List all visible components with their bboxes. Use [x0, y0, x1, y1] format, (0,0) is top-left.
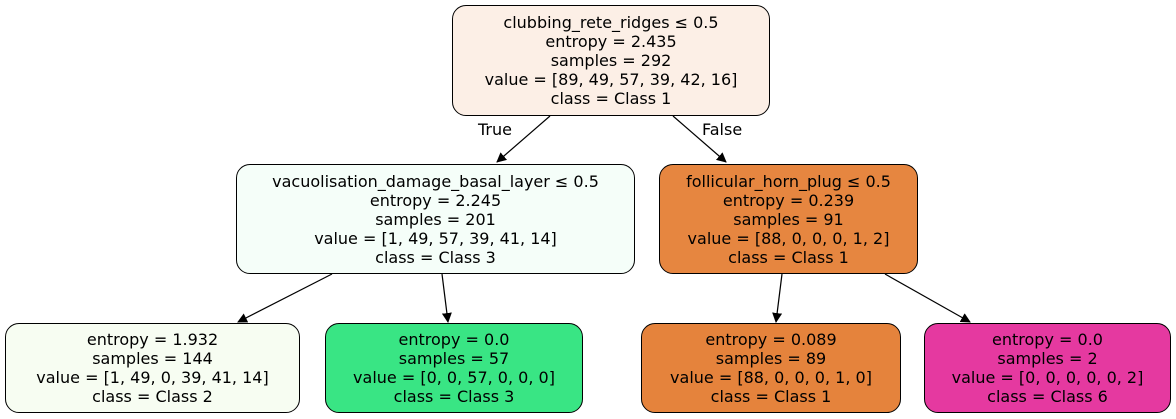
node-class: class = Class 1 — [728, 247, 849, 267]
node-value: value = [1, 49, 57, 39, 41, 14] — [314, 228, 557, 248]
edge-label-false: False — [702, 120, 743, 139]
node-split: clubbing_rete_ridges ≤ 0.5 — [503, 13, 719, 32]
edge-left-lr — [441, 273, 452, 323]
node-entropy: entropy = 1.932 — [86, 330, 219, 349]
node-class: class = Class 1 — [550, 89, 672, 108]
node-class: class = Class 2 — [92, 387, 213, 406]
node-value: value = [0, 0, 57, 0, 0, 0] — [353, 368, 555, 387]
node-samples: samples = 89 — [715, 349, 827, 368]
node-split: follicular_horn_plug ≤ 0.5 — [686, 171, 891, 191]
tree-node-right: follicular_horn_plug ≤ 0.5 entropy = 0.2… — [659, 164, 918, 274]
node-samples: samples = 144 — [92, 349, 213, 368]
node-value: value = [1, 49, 0, 39, 41, 14] — [36, 368, 269, 387]
node-split: vacuolisation_damage_basal_layer ≤ 0.5 — [272, 171, 599, 191]
edge-root-left — [496, 115, 551, 163]
node-class: class = Class 6 — [987, 387, 1108, 406]
node-samples: samples = 91 — [733, 209, 844, 229]
tree-node-left: vacuolisation_damage_basal_layer ≤ 0.5 e… — [236, 164, 635, 274]
node-value: value = [89, 49, 57, 39, 42, 16] — [484, 70, 738, 89]
tree-leaf-ll: entropy = 1.932 samples = 144 value = [1… — [5, 323, 300, 413]
node-entropy: entropy = 2.245 — [369, 190, 502, 210]
tree-leaf-lr: entropy = 0.0 samples = 57 value = [0, 0… — [325, 323, 583, 413]
node-class: class = Class 3 — [375, 247, 496, 267]
edge-label-true: True — [478, 120, 512, 139]
edge-root-right — [672, 115, 727, 163]
node-samples: samples = 201 — [375, 209, 496, 229]
node-samples: samples = 2 — [997, 349, 1098, 368]
node-value: value = [88, 0, 0, 0, 1, 2] — [687, 228, 890, 248]
node-entropy: entropy = 0.0 — [398, 330, 510, 349]
node-samples: samples = 292 — [550, 51, 672, 70]
node-class: class = Class 3 — [393, 387, 515, 406]
node-entropy: entropy = 0.239 — [722, 190, 855, 210]
node-value: value = [88, 0, 0, 0, 1, 0] — [670, 368, 872, 387]
edge-right-rr — [884, 273, 971, 323]
tree-leaf-rr: entropy = 0.0 samples = 2 value = [0, 0,… — [924, 323, 1171, 413]
tree-leaf-rl: entropy = 0.089 samples = 89 value = [88… — [641, 323, 901, 413]
node-entropy: entropy = 0.0 — [992, 330, 1103, 349]
node-value: value = [0, 0, 0, 0, 0, 2] — [951, 368, 1144, 387]
edge-right-rl — [772, 273, 783, 323]
node-class: class = Class 1 — [710, 387, 832, 406]
edge-left-ll — [237, 273, 333, 323]
node-samples: samples = 57 — [398, 349, 510, 368]
node-entropy: entropy = 2.435 — [545, 32, 677, 51]
node-entropy: entropy = 0.089 — [705, 330, 837, 349]
tree-node-root: clubbing_rete_ridges ≤ 0.5 entropy = 2.4… — [452, 5, 770, 116]
